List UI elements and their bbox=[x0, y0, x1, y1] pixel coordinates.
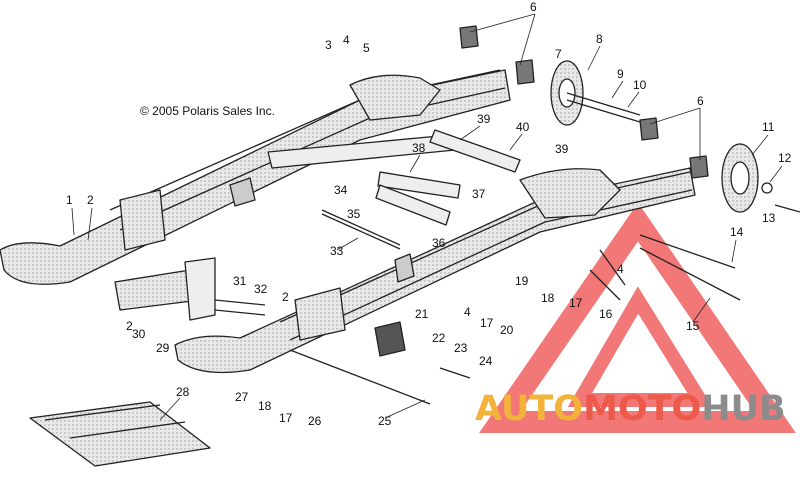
callout-2-mid: 2 bbox=[282, 290, 289, 304]
rear-rail-right bbox=[174, 167, 696, 374]
callout-6-right: 6 bbox=[697, 94, 704, 108]
bumper-top bbox=[459, 25, 479, 49]
idler-wheel-upper bbox=[550, 60, 641, 126]
rear-rail-left bbox=[0, 69, 511, 285]
callout-30: 30 bbox=[132, 327, 146, 341]
callout-22: 22 bbox=[432, 331, 446, 345]
bumper-upper bbox=[515, 59, 535, 85]
callout-25: 25 bbox=[378, 414, 392, 428]
callout-24: 24 bbox=[479, 354, 493, 368]
callout-32: 32 bbox=[254, 282, 268, 296]
callout-21: 21 bbox=[415, 307, 429, 321]
callout-4-mid: 4 bbox=[464, 305, 471, 319]
callout-34: 34 bbox=[334, 183, 348, 197]
idler-wheel-lower bbox=[721, 143, 800, 213]
callout-39-left: 39 bbox=[477, 112, 491, 126]
callout-35: 35 bbox=[347, 207, 361, 221]
watermark-part-auto: AUTO bbox=[475, 389, 584, 429]
cross-shafts bbox=[267, 129, 521, 250]
callout-14: 14 bbox=[730, 225, 744, 239]
callout-2-left: 2 bbox=[87, 193, 94, 207]
callout-11: 11 bbox=[762, 120, 775, 134]
callout-12: 12 bbox=[778, 151, 792, 165]
callout-5: 5 bbox=[363, 41, 370, 55]
callout-4-top: 4 bbox=[343, 33, 350, 47]
copyright-text: © 2005 Polaris Sales Inc. bbox=[140, 104, 275, 118]
watermark-logo: AUTOMOTOHUB bbox=[475, 392, 786, 427]
callout-1: 1 bbox=[66, 193, 73, 207]
callout-6-top: 6 bbox=[530, 0, 537, 14]
callout-29: 29 bbox=[156, 341, 170, 355]
callout-15: 15 bbox=[686, 319, 700, 333]
callout-28: 28 bbox=[176, 385, 190, 399]
callout-18-bottom: 18 bbox=[258, 399, 272, 413]
callout-16: 16 bbox=[599, 307, 613, 321]
watermark-triangle bbox=[479, 202, 796, 433]
callout-labels: 6 3 4 5 7 8 9 10 6 11 12 13 14 15 16 17 … bbox=[66, 0, 792, 428]
callout-9: 9 bbox=[617, 67, 624, 81]
bumper-middle bbox=[639, 117, 659, 141]
callout-23: 23 bbox=[454, 341, 468, 355]
callout-31: 31 bbox=[233, 274, 247, 288]
skid-plate bbox=[29, 401, 211, 467]
callout-39-right: 39 bbox=[555, 142, 569, 156]
callout-38: 38 bbox=[412, 141, 426, 155]
callout-17-bottom: 17 bbox=[279, 411, 293, 425]
callout-10: 10 bbox=[633, 78, 647, 92]
long-bolts bbox=[289, 234, 741, 405]
torque-arm bbox=[374, 321, 406, 357]
callout-37: 37 bbox=[472, 187, 486, 201]
callout-36: 36 bbox=[432, 236, 446, 250]
callout-40: 40 bbox=[516, 120, 530, 134]
watermark-part-moto: MOTO bbox=[583, 389, 702, 429]
bumper-lower bbox=[689, 155, 709, 179]
callout-26: 26 bbox=[308, 414, 322, 428]
callout-18-right: 18 bbox=[541, 291, 555, 305]
callout-7: 7 bbox=[555, 47, 562, 61]
callout-8: 8 bbox=[596, 32, 603, 46]
callout-4-right: 4 bbox=[617, 262, 624, 276]
watermark-part-hub: HUB bbox=[701, 389, 786, 429]
callout-17-right: 17 bbox=[569, 296, 583, 310]
callout-20: 20 bbox=[500, 323, 514, 337]
callout-17-mid: 17 bbox=[480, 316, 494, 330]
callout-19: 19 bbox=[515, 274, 529, 288]
front-arm bbox=[114, 257, 266, 321]
callout-27: 27 bbox=[235, 390, 249, 404]
callout-13: 13 bbox=[762, 211, 776, 225]
callout-33: 33 bbox=[330, 244, 344, 258]
callout-2-bottom: 2 bbox=[126, 319, 133, 333]
callout-3: 3 bbox=[325, 38, 332, 52]
